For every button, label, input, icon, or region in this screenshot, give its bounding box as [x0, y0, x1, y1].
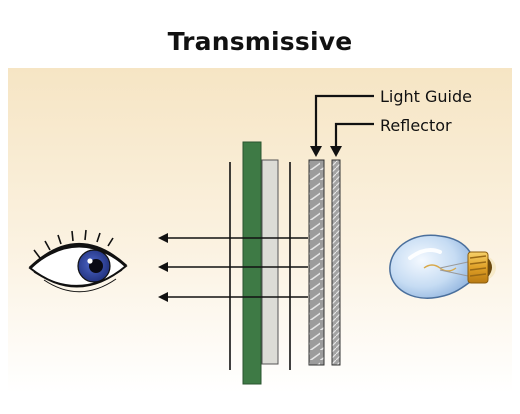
reflector-layer [331, 159, 341, 366]
light-guide-leader [314, 94, 374, 152]
light-guide-layer [308, 159, 325, 366]
reflector-label: Reflector [380, 116, 452, 135]
light-guide-leader-arrowhead [310, 146, 322, 157]
liquid-crystal-layer [261, 159, 279, 365]
reflector-leader [334, 122, 374, 152]
eye-icon [28, 229, 128, 293]
light-bulb-icon [389, 234, 496, 299]
light-guide-label: Light Guide [380, 87, 472, 106]
color-filter-layer [242, 141, 262, 385]
reflector-leader-arrowhead [330, 146, 342, 157]
diagram-title: Transmissive [167, 27, 353, 56]
